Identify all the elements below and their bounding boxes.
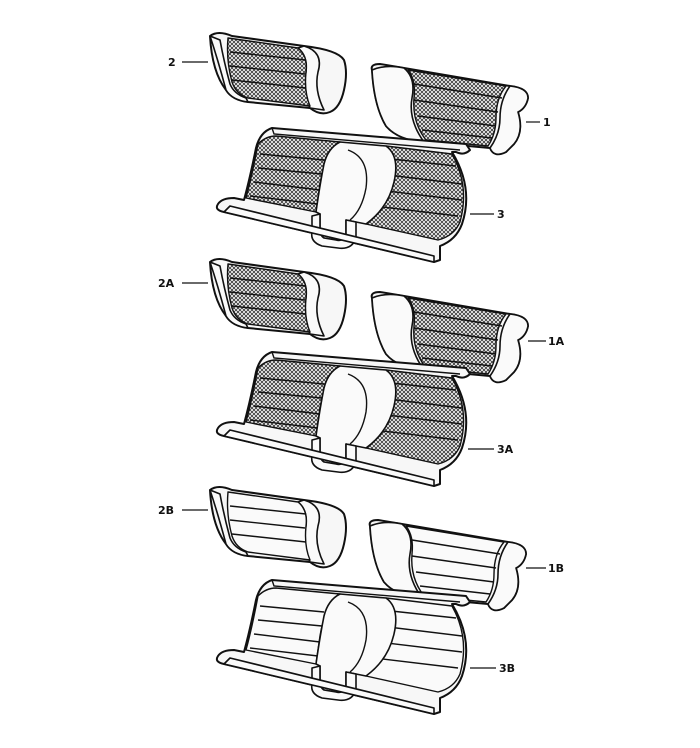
callout-1: 1 bbox=[543, 116, 551, 129]
callout-1A: 1A bbox=[548, 335, 565, 348]
callout-2: 2 bbox=[168, 56, 176, 69]
backrest-left-2A bbox=[209, 258, 347, 341]
callout-2B: 2B bbox=[158, 504, 174, 517]
callout-1B: 1B bbox=[548, 562, 564, 575]
callout-3B: 3B bbox=[499, 662, 515, 675]
callout-3A: 3A bbox=[497, 443, 514, 456]
seat-cushion-3 bbox=[215, 127, 471, 263]
backrest-left-2 bbox=[209, 32, 347, 115]
seat-cushion-3A bbox=[215, 351, 471, 487]
callout-3: 3 bbox=[497, 208, 505, 221]
backrest-left-2B bbox=[209, 486, 347, 569]
callout-2A: 2A bbox=[158, 277, 175, 290]
seat-cushion-3B bbox=[215, 579, 471, 715]
